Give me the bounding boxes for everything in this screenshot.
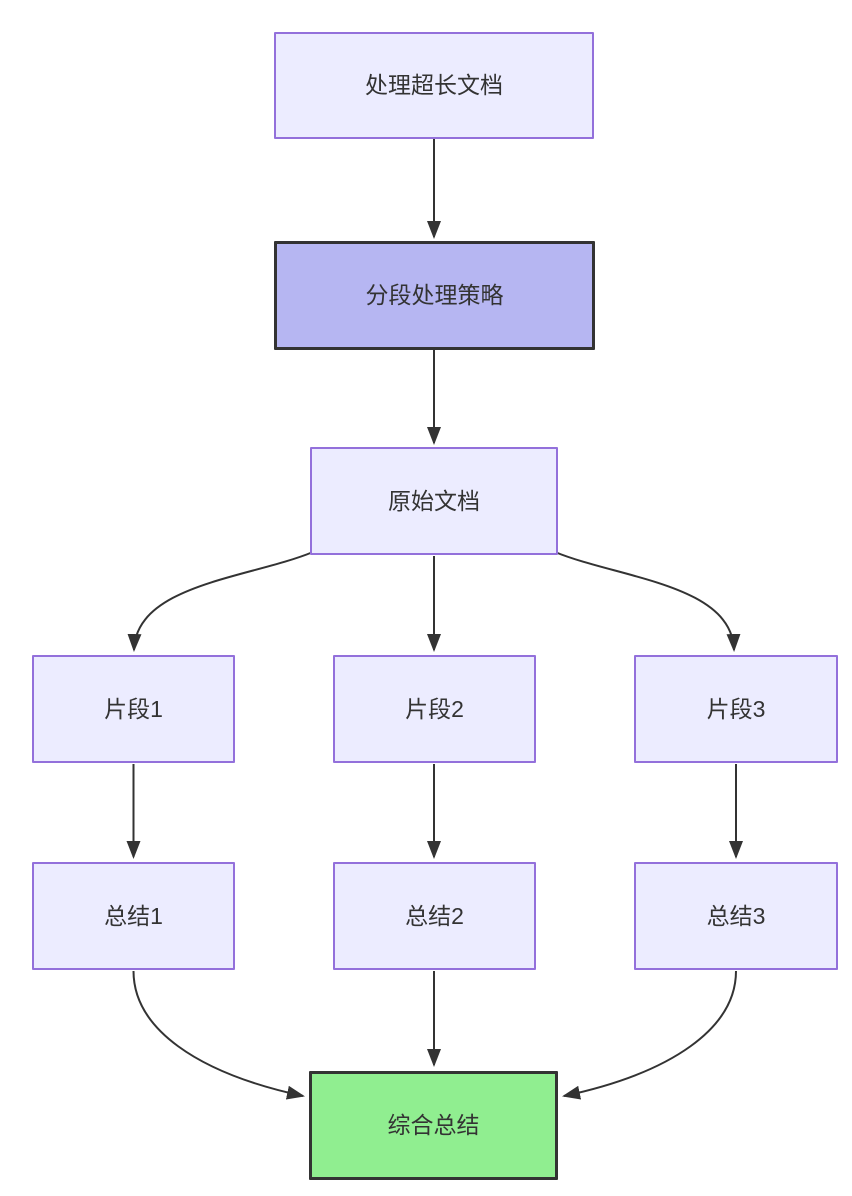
node-segmented-processing-strategy: 分段处理策略 — [274, 241, 595, 350]
node-original-document: 原始文档 — [310, 447, 558, 555]
node-segment-2: 片段2 — [333, 655, 536, 763]
node-segment-3: 片段3 — [634, 655, 838, 763]
node-segment-1: 片段1 — [32, 655, 235, 763]
node-label: 分段处理策略 — [365, 282, 504, 308]
node-label: 片段2 — [405, 695, 464, 722]
node-label: 综合总结 — [387, 1112, 480, 1138]
node-combined-summary: 综合总结 — [309, 1071, 558, 1180]
node-label: 片段3 — [706, 695, 766, 722]
node-label: 片段1 — [104, 695, 163, 722]
node-label: 原始文档 — [388, 487, 480, 514]
node-summary-3: 总结3 — [634, 862, 838, 970]
node-summary-1: 总结1 — [32, 862, 235, 970]
edge-sum3-final — [562, 970, 737, 1100]
node-label: 总结1 — [104, 902, 163, 929]
edge-sum1-final — [132, 970, 305, 1100]
node-summary-2: 总结2 — [333, 862, 536, 970]
edge-doc-seg1 — [127, 551, 314, 652]
node-label: 总结2 — [405, 902, 464, 929]
node-process-long-document: 处理超长文档 — [274, 32, 594, 139]
edge-doc-seg3 — [554, 551, 741, 652]
node-label: 总结3 — [706, 902, 766, 929]
node-label: 处理超长文档 — [365, 72, 503, 98]
